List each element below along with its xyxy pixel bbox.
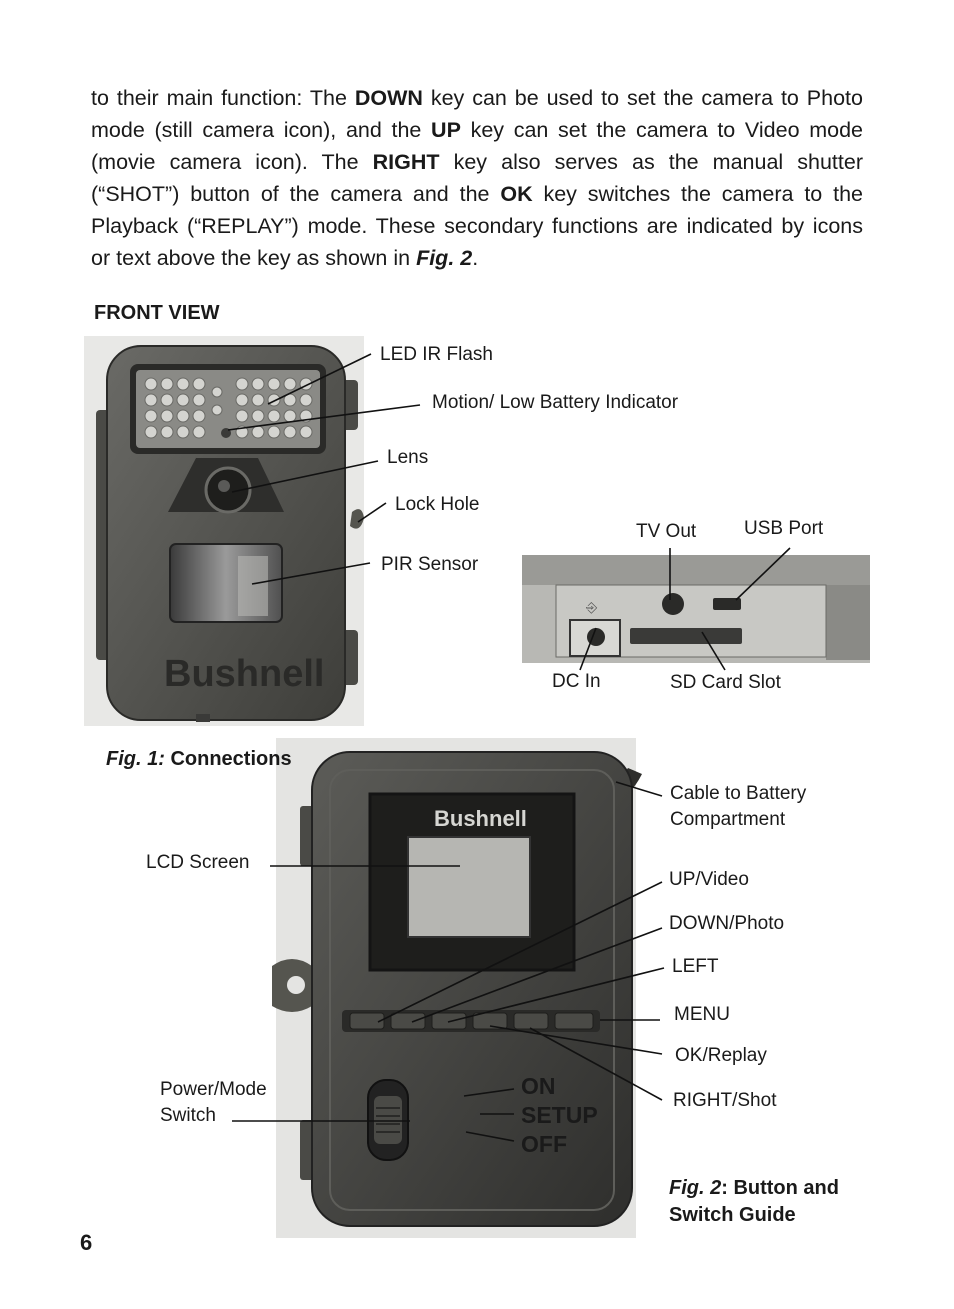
switch-setup: SETUP — [521, 1102, 598, 1128]
front-brand-logo: Bushnell — [164, 653, 324, 695]
label-right-shot: RIGHT/Shot — [673, 1090, 777, 1111]
label-motion-indicator: Motion/ Low Battery Indicator — [432, 392, 679, 413]
switch-off: OFF — [521, 1131, 567, 1157]
label-usb-port: USB Port — [744, 518, 824, 539]
paragraph-text: key can set the camera to Video mode (mo… — [91, 118, 863, 174]
label-lock-hole: Lock Hole — [395, 494, 480, 515]
paragraph-text: key switches the camera to the Playback … — [91, 182, 863, 270]
inside-camera-photo: Bushnell — [272, 738, 642, 1238]
body-paragraph: to their main function: The DOWN key can… — [91, 82, 863, 274]
connector-panel-photo: ⎆ — [522, 555, 870, 663]
label-left: LEFT — [672, 956, 719, 977]
label-power-2: Switch — [160, 1105, 216, 1126]
leader-lines — [227, 353, 791, 1142]
key-down: DOWN — [354, 86, 423, 110]
figure-2-caption: Fig. 2: Button and — [669, 1177, 839, 1199]
figure-1-caption: Fig. 1: Connections — [106, 748, 292, 770]
label-menu: MENU — [674, 1004, 730, 1025]
label-led-ir-flash: LED IR Flash — [380, 344, 493, 365]
key-right: RIGHT — [372, 150, 440, 174]
label-lens: Lens — [387, 447, 429, 468]
key-up: UP — [431, 118, 461, 142]
label-dc-in: DC In — [552, 671, 601, 692]
section-heading: FRONT VIEW — [94, 302, 220, 324]
label-power-1: Power/Mode — [160, 1079, 267, 1100]
label-up-video: UP/Video — [669, 869, 749, 890]
inside-brand-logo: Bushnell — [434, 806, 527, 831]
label-sd-card-slot: SD Card Slot — [670, 672, 781, 693]
label-ok-replay: OK/Replay — [675, 1045, 767, 1066]
label-lcd-screen: LCD Screen — [146, 852, 250, 873]
label-cable-2: Compartment — [670, 809, 786, 830]
page-number: 6 — [80, 1230, 93, 1255]
label-tv-out: TV Out — [636, 521, 697, 542]
label-down-photo: DOWN/Photo — [669, 913, 785, 934]
paragraph-text: key also serves as the manual shutter (“… — [91, 150, 863, 206]
paragraph-text: key can be used to set the camera to Pho… — [91, 86, 863, 142]
paragraph-text: . — [472, 246, 479, 270]
front-camera-photo: Bushnell — [84, 336, 364, 726]
figure-2-caption-line2: Switch Guide — [669, 1204, 796, 1226]
label-cable-1: Cable to Battery — [670, 783, 807, 804]
key-ok: OK — [500, 182, 533, 206]
paragraph-text: to their main function: The — [91, 86, 355, 110]
switch-on: ON — [521, 1073, 556, 1099]
svg-text:⎆: ⎆ — [586, 599, 598, 615]
label-pir-sensor: PIR Sensor — [381, 554, 479, 575]
figure-reference: Fig. 2 — [416, 246, 473, 270]
